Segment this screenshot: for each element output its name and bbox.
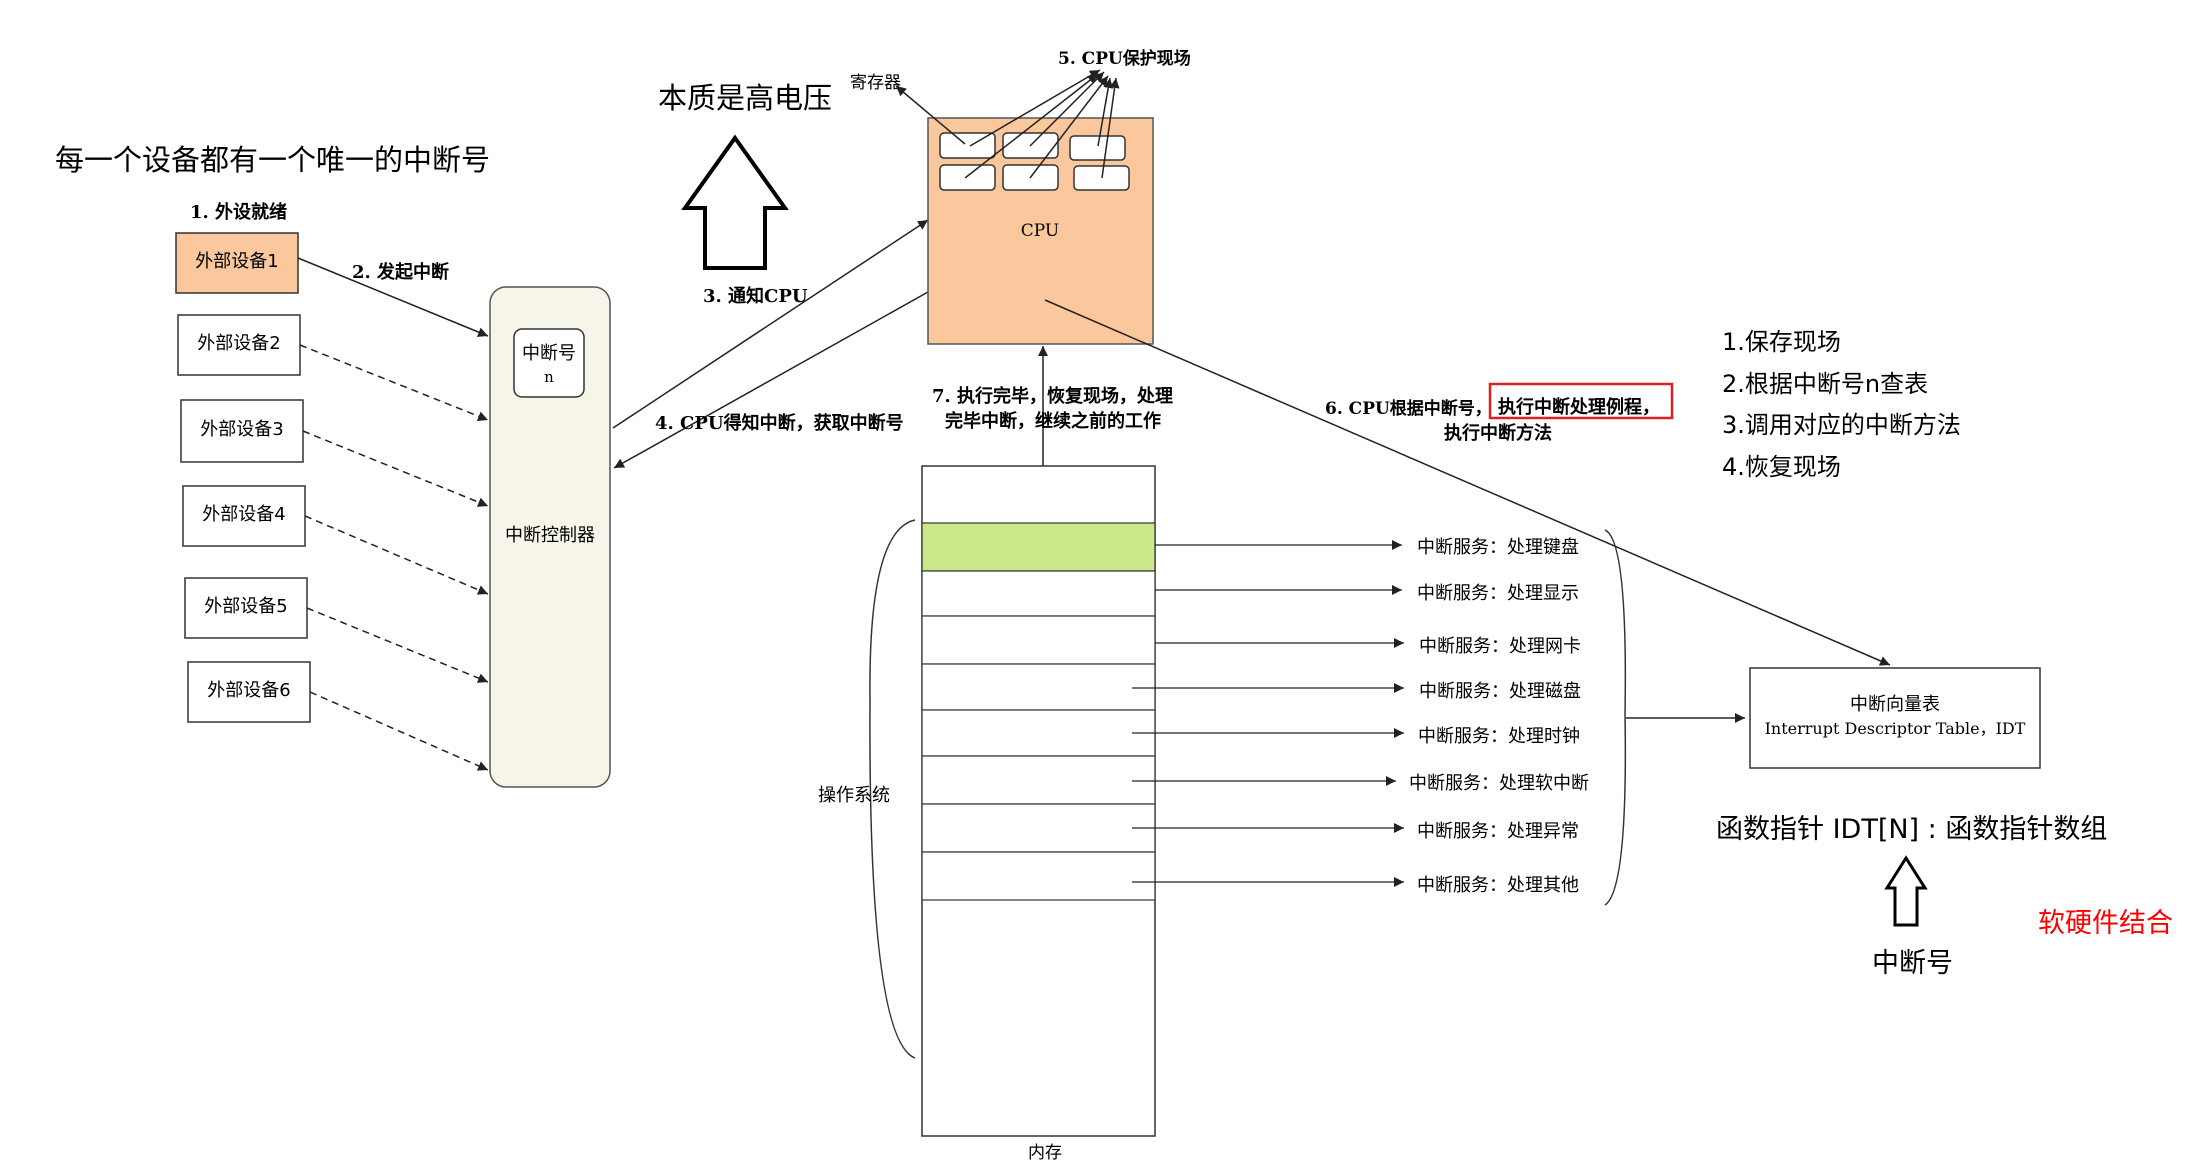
os-brace xyxy=(869,519,916,1059)
device-3: 外部设备3 xyxy=(180,399,304,463)
register-pointer xyxy=(895,85,966,145)
step-6-highlight xyxy=(1488,382,1674,420)
device-1-arrow xyxy=(297,257,489,337)
memory-label: 内存 xyxy=(1028,1143,1062,1163)
get-irq-arrow xyxy=(613,291,929,469)
irq-number-label: 中断号 xyxy=(522,343,576,364)
save-context-arrow-3 xyxy=(964,73,1099,179)
step-6-label-c: 执行中断方法 xyxy=(1444,422,1552,444)
memory-slot-other xyxy=(921,851,1156,901)
summary-step-1: 1.保存现场 xyxy=(1722,328,1841,356)
device-1-label: 外部设备1 xyxy=(195,251,278,272)
step-1-label: 1. 外设就绪 xyxy=(190,201,287,223)
hw-sw-note: 软硬件结合 xyxy=(2038,908,2173,939)
register-4 xyxy=(939,164,996,191)
os-label: 操作系统 xyxy=(818,785,890,806)
interrupt-controller: 中断号 n 中断控制器 xyxy=(489,286,611,788)
service-label: 中断服务：处理网卡 xyxy=(1419,636,1581,657)
irq-arrow-label: 中断号 xyxy=(1872,948,1953,979)
register-6 xyxy=(1073,165,1130,191)
summary-step-3: 3.调用对应的中断方法 xyxy=(1722,411,1961,439)
service-label: 中断服务：处理软中断 xyxy=(1409,773,1589,794)
step-6-label-b: 执行中断处理例程， xyxy=(1498,396,1660,418)
memory-slot-keyboard xyxy=(921,522,1156,572)
service-label: 中断服务：处理其他 xyxy=(1417,875,1579,896)
device-6: 外部设备6 xyxy=(187,661,311,723)
device-4-label: 外部设备4 xyxy=(202,504,285,525)
register-3 xyxy=(1069,135,1126,161)
irq-number-box xyxy=(513,328,585,398)
device-6-label: 外部设备6 xyxy=(207,680,290,701)
service-label: 中断服务：处理异常 xyxy=(1417,821,1579,842)
step-3-label: 3. 通知CPU xyxy=(703,285,808,307)
step-6-label-a: 6. CPU根据中断号， xyxy=(1325,398,1492,419)
save-context-arrow-2 xyxy=(1029,71,1105,147)
essence-note: 本质是高电压 xyxy=(658,81,832,115)
memory-slot-clock xyxy=(921,709,1156,757)
irq-number-var: n xyxy=(544,368,554,386)
cpu-box: CPU xyxy=(927,117,1154,345)
service-label: 中断服务：处理磁盘 xyxy=(1419,681,1581,702)
memory-slot-disk xyxy=(921,663,1156,711)
idt-subtitle: Interrupt Descriptor Table，IDT xyxy=(1765,719,2026,738)
idt-box: 中断向量表 Interrupt Descriptor Table，IDT xyxy=(1749,667,2041,769)
device-3-label: 外部设备3 xyxy=(200,419,283,440)
step-5-label: 5. CPU保护现场 xyxy=(1058,48,1191,69)
service-label: 中断服务：处理显示 xyxy=(1417,583,1579,604)
notify-cpu-arrow xyxy=(612,219,929,429)
save-context-arrow-1 xyxy=(969,69,1101,147)
irq-up-arrow xyxy=(1884,855,1928,927)
device-4: 外部设备4 xyxy=(182,485,306,547)
cpu-label: CPU xyxy=(1021,221,1059,241)
device-5: 外部设备5 xyxy=(184,577,308,639)
summary-step-2: 2.根据中断号n查表 xyxy=(1722,370,1928,398)
idt-title: 中断向量表 xyxy=(1850,694,1940,715)
save-context-arrow-4 xyxy=(1029,75,1109,179)
memory-slot-display xyxy=(921,570,1156,617)
memory-slot-exception xyxy=(921,803,1156,853)
device-5-label: 外部设备5 xyxy=(204,596,287,617)
register-label: 寄存器 xyxy=(850,73,901,93)
step-7-label-b: 完毕中断，继续之前的工作 xyxy=(945,410,1161,432)
step-7-label-a: 7. 执行完毕，恢复现场，处理 xyxy=(932,385,1173,407)
service-label: 中断服务：处理时钟 xyxy=(1418,726,1580,747)
service-brace xyxy=(1604,529,1627,906)
lookup-idt-arrow xyxy=(1044,299,1891,666)
save-context-arrow-6 xyxy=(1101,77,1120,179)
device-2-label: 外部设备2 xyxy=(197,333,280,354)
essence-up-arrow xyxy=(681,134,789,270)
device-4-arrow xyxy=(304,515,489,595)
device-2: 外部设备2 xyxy=(177,314,301,376)
service-label: 中断服务：处理键盘 xyxy=(1417,537,1579,558)
device-6-arrow xyxy=(309,691,489,771)
memory-slot-network xyxy=(921,615,1156,665)
step-2-label: 2. 发起中断 xyxy=(352,261,449,283)
device-5-arrow xyxy=(306,607,489,683)
step-4-label: 4. CPU得知中断，获取中断号 xyxy=(655,412,904,434)
device-1: 外部设备1 xyxy=(175,232,299,294)
memory-slot-softirq xyxy=(921,755,1156,805)
memory-block xyxy=(921,465,1156,1137)
controller-label: 中断控制器 xyxy=(505,525,595,546)
func-pointer-note: 函数指针 IDT[N] : 函数指针数组 xyxy=(1716,814,2107,845)
summary-step-4: 4.恢复现场 xyxy=(1722,453,1841,481)
device-3-arrow xyxy=(302,430,489,507)
save-context-arrow-5 xyxy=(1097,77,1114,147)
device-2-arrow xyxy=(299,344,489,421)
header-note: 每一个设备都有一个唯一的中断号 xyxy=(55,143,490,177)
